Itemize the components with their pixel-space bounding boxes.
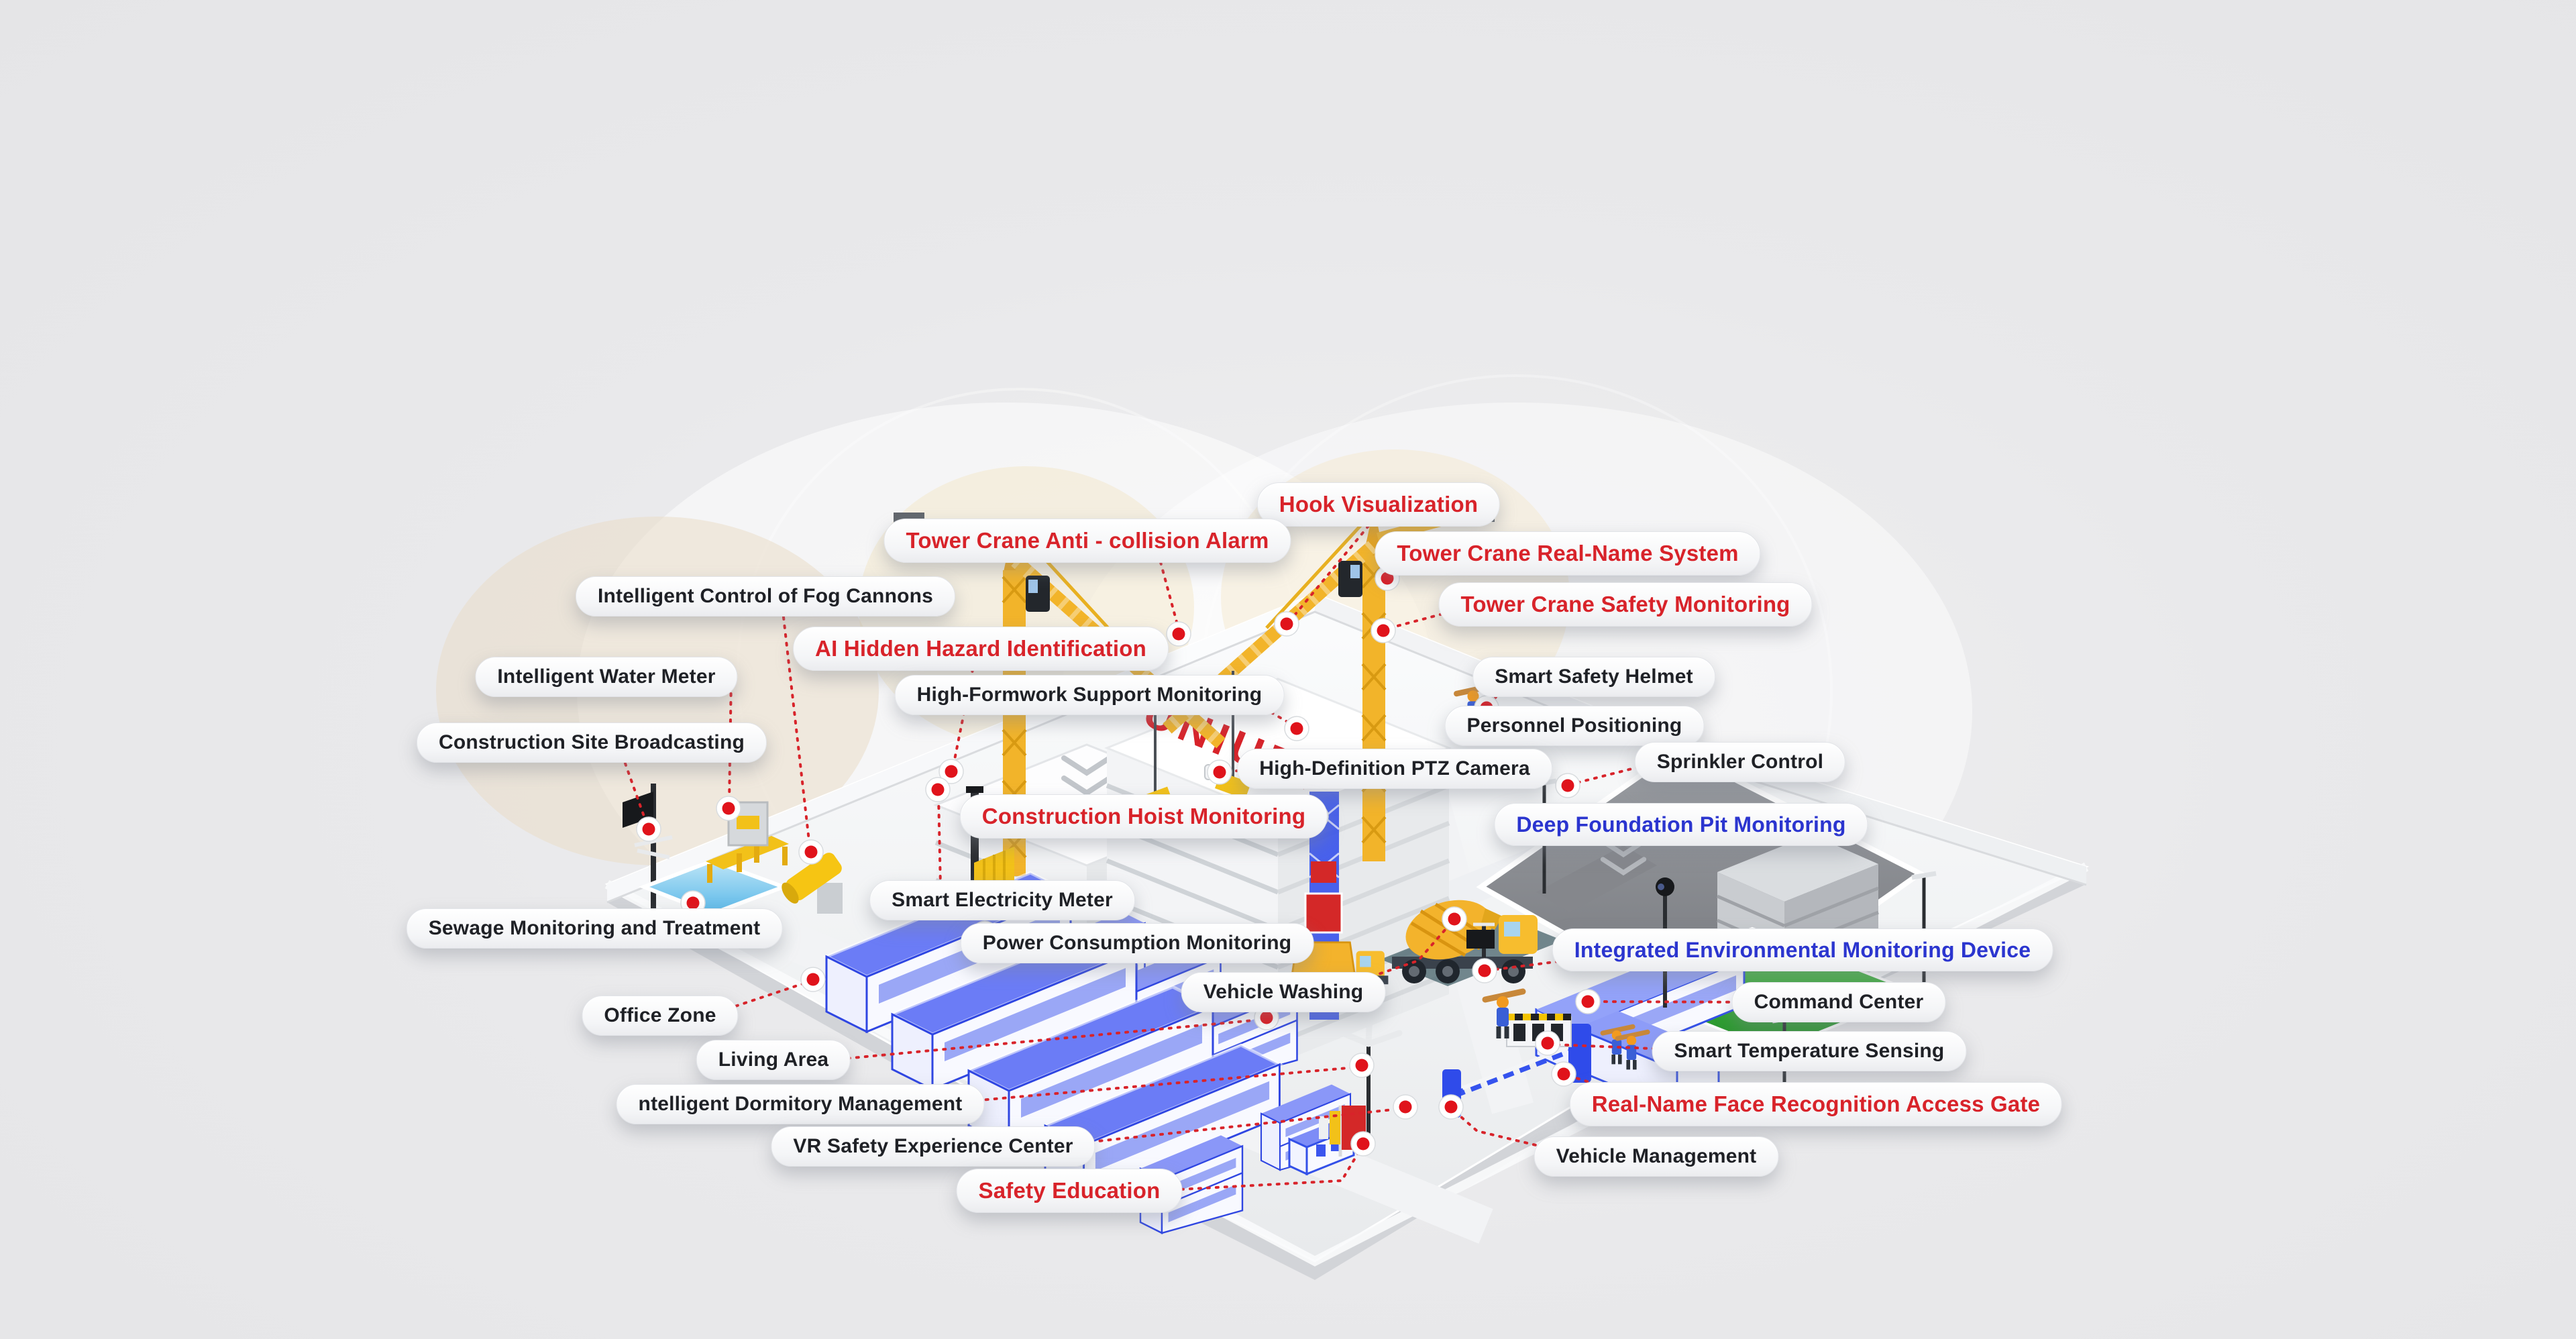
label-smart-electricity-meter: Smart Electricity Meter <box>869 880 1135 920</box>
label-construction-site-broadcasting: Construction Site Broadcasting <box>416 722 767 763</box>
label-high-definition-ptz-camera: High-Definition PTZ Camera <box>1237 749 1552 789</box>
vehicle-area <box>1291 890 1563 998</box>
label-personnel-positioning: Personnel Positioning <box>1444 706 1705 746</box>
label-integrated-environmental-monitoring-device: Integrated Environmental Monitoring Devi… <box>1552 928 2053 971</box>
label-power-consumption-monitoring: Power Consumption Monitoring <box>960 923 1314 963</box>
label-command-center: Command Center <box>1731 982 1946 1022</box>
label-hook-visualization: Hook Visualization <box>1256 482 1501 527</box>
label-tower-crane-real-name-system: Tower Crane Real-Name System <box>1375 531 1761 576</box>
label-safety-education: Safety Education <box>956 1169 1183 1213</box>
label-tower-crane-anti-collision-alarm: Tower Crane Anti - collision Alarm <box>883 519 1291 563</box>
label-ai-hidden-hazard-identification: AI Hidden Hazard Identification <box>793 627 1169 671</box>
label-high-formwork-support-monitoring: High-Formwork Support Monitoring <box>894 675 1285 715</box>
site-props <box>623 686 1937 1176</box>
label-vr-safety-experience-center: VR Safety Experience Center <box>771 1126 1095 1167</box>
label-smart-temperature-sensing: Smart Temperature Sensing <box>1652 1031 1967 1071</box>
label-vehicle-washing: Vehicle Washing <box>1181 972 1386 1012</box>
label-deep-foundation-pit-monitoring: Deep Foundation Pit Monitoring <box>1494 803 1868 846</box>
label-real-name-face-recognition-access-gate: Real-Name Face Recognition Access Gate <box>1569 1082 2063 1126</box>
label-construction-hoist-monitoring: Construction Hoist Monitoring <box>959 794 1328 839</box>
fog-cannon <box>782 853 843 914</box>
label-living-area: Living Area <box>696 1040 851 1080</box>
label-intelligent-control-of-fog-cannons: Intelligent Control of Fog Cannons <box>575 576 956 617</box>
label-office-zone: Office Zone <box>582 996 739 1036</box>
label-sewage-monitoring-and-treatment: Sewage Monitoring and Treatment <box>406 908 783 949</box>
label-tower-crane-safety-monitoring: Tower Crane Safety Monitoring <box>1438 582 1813 627</box>
label-vehicle-management: Vehicle Management <box>1534 1136 1779 1177</box>
label-intelligent-dormitory-management: ntelligent Dormitory Management <box>616 1084 985 1124</box>
environment-monitor <box>1466 922 1495 982</box>
label-sprinkler-control: Sprinkler Control <box>1634 742 1846 782</box>
label-smart-safety-helmet: Smart Safety Helmet <box>1472 657 1715 697</box>
label-intelligent-water-meter: Intelligent Water Meter <box>475 657 738 697</box>
